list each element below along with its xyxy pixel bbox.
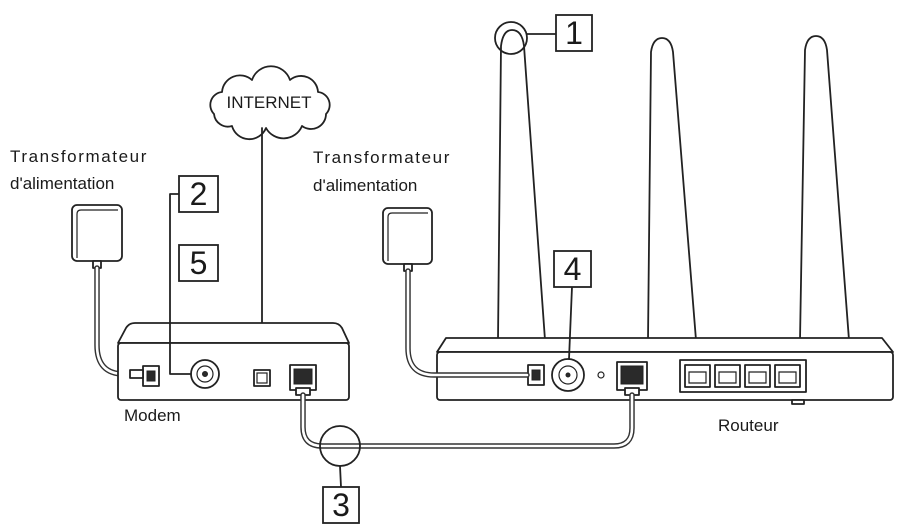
callout-3-number: 3 (332, 487, 350, 523)
antenna-2 (647, 37, 697, 341)
ethernet-cable (300, 392, 635, 449)
router-lan-port-3 (744, 364, 771, 388)
callout-5-box (178, 244, 219, 282)
power-adapter-left (71, 204, 123, 269)
antenna-3 (799, 35, 850, 341)
callout-1: 1 (555, 14, 593, 52)
router (436, 337, 894, 405)
modem-top (117, 322, 350, 344)
internet-cloud: INTERNET (209, 65, 331, 141)
adapter-right-label-line1: Transformateur (313, 148, 451, 167)
adapter-left-label-line2: d'alimentation (10, 174, 114, 193)
router-lan-port-4 (774, 364, 801, 388)
adapter-left-label-line1: Transformateur (10, 147, 148, 166)
router-reset-hole (597, 371, 605, 379)
callout-5-number: 5 (190, 245, 208, 281)
callout-4-leader (568, 286, 573, 360)
router-antennas (497, 29, 850, 341)
callout-3-box (322, 486, 360, 524)
callout-5: 5 (178, 244, 219, 282)
router-power-button (558, 365, 578, 385)
callout-4-number: 4 (564, 251, 582, 287)
modem-power-plug (129, 369, 144, 379)
callout-1-number: 1 (565, 15, 583, 51)
callout-4-box (553, 250, 592, 288)
callout-2-number: 2 (190, 176, 208, 212)
modem-label: Modem (124, 406, 181, 425)
modem (117, 322, 350, 401)
cloud-shape (209, 65, 331, 141)
router-foot (791, 399, 805, 405)
internet-label: INTERNET (227, 93, 312, 112)
adapter-right-body (382, 207, 433, 265)
adapter-left-body (71, 204, 123, 262)
callout-2: 2 (178, 175, 219, 213)
callout-4: 4 (553, 250, 592, 288)
adapter-left-edge (76, 209, 118, 258)
router-label: Routeur (718, 416, 779, 435)
callout-3-leader (339, 465, 342, 488)
router-lan-port-2 (714, 364, 741, 388)
router-top (436, 337, 894, 353)
callout-1-box (555, 14, 593, 52)
adapter-right-edge (387, 212, 428, 261)
power-adapter-right (382, 207, 433, 272)
callout-2-5-leader (169, 193, 192, 375)
router-lan-port-1 (684, 364, 711, 388)
modem-internet-port (253, 369, 271, 387)
callout-2-box (178, 175, 219, 213)
antenna-1 (497, 29, 546, 341)
callout-1-circle (494, 21, 528, 55)
callout-3: 3 (322, 486, 360, 524)
adapter-right-label-line2: d'alimentation (313, 176, 417, 195)
